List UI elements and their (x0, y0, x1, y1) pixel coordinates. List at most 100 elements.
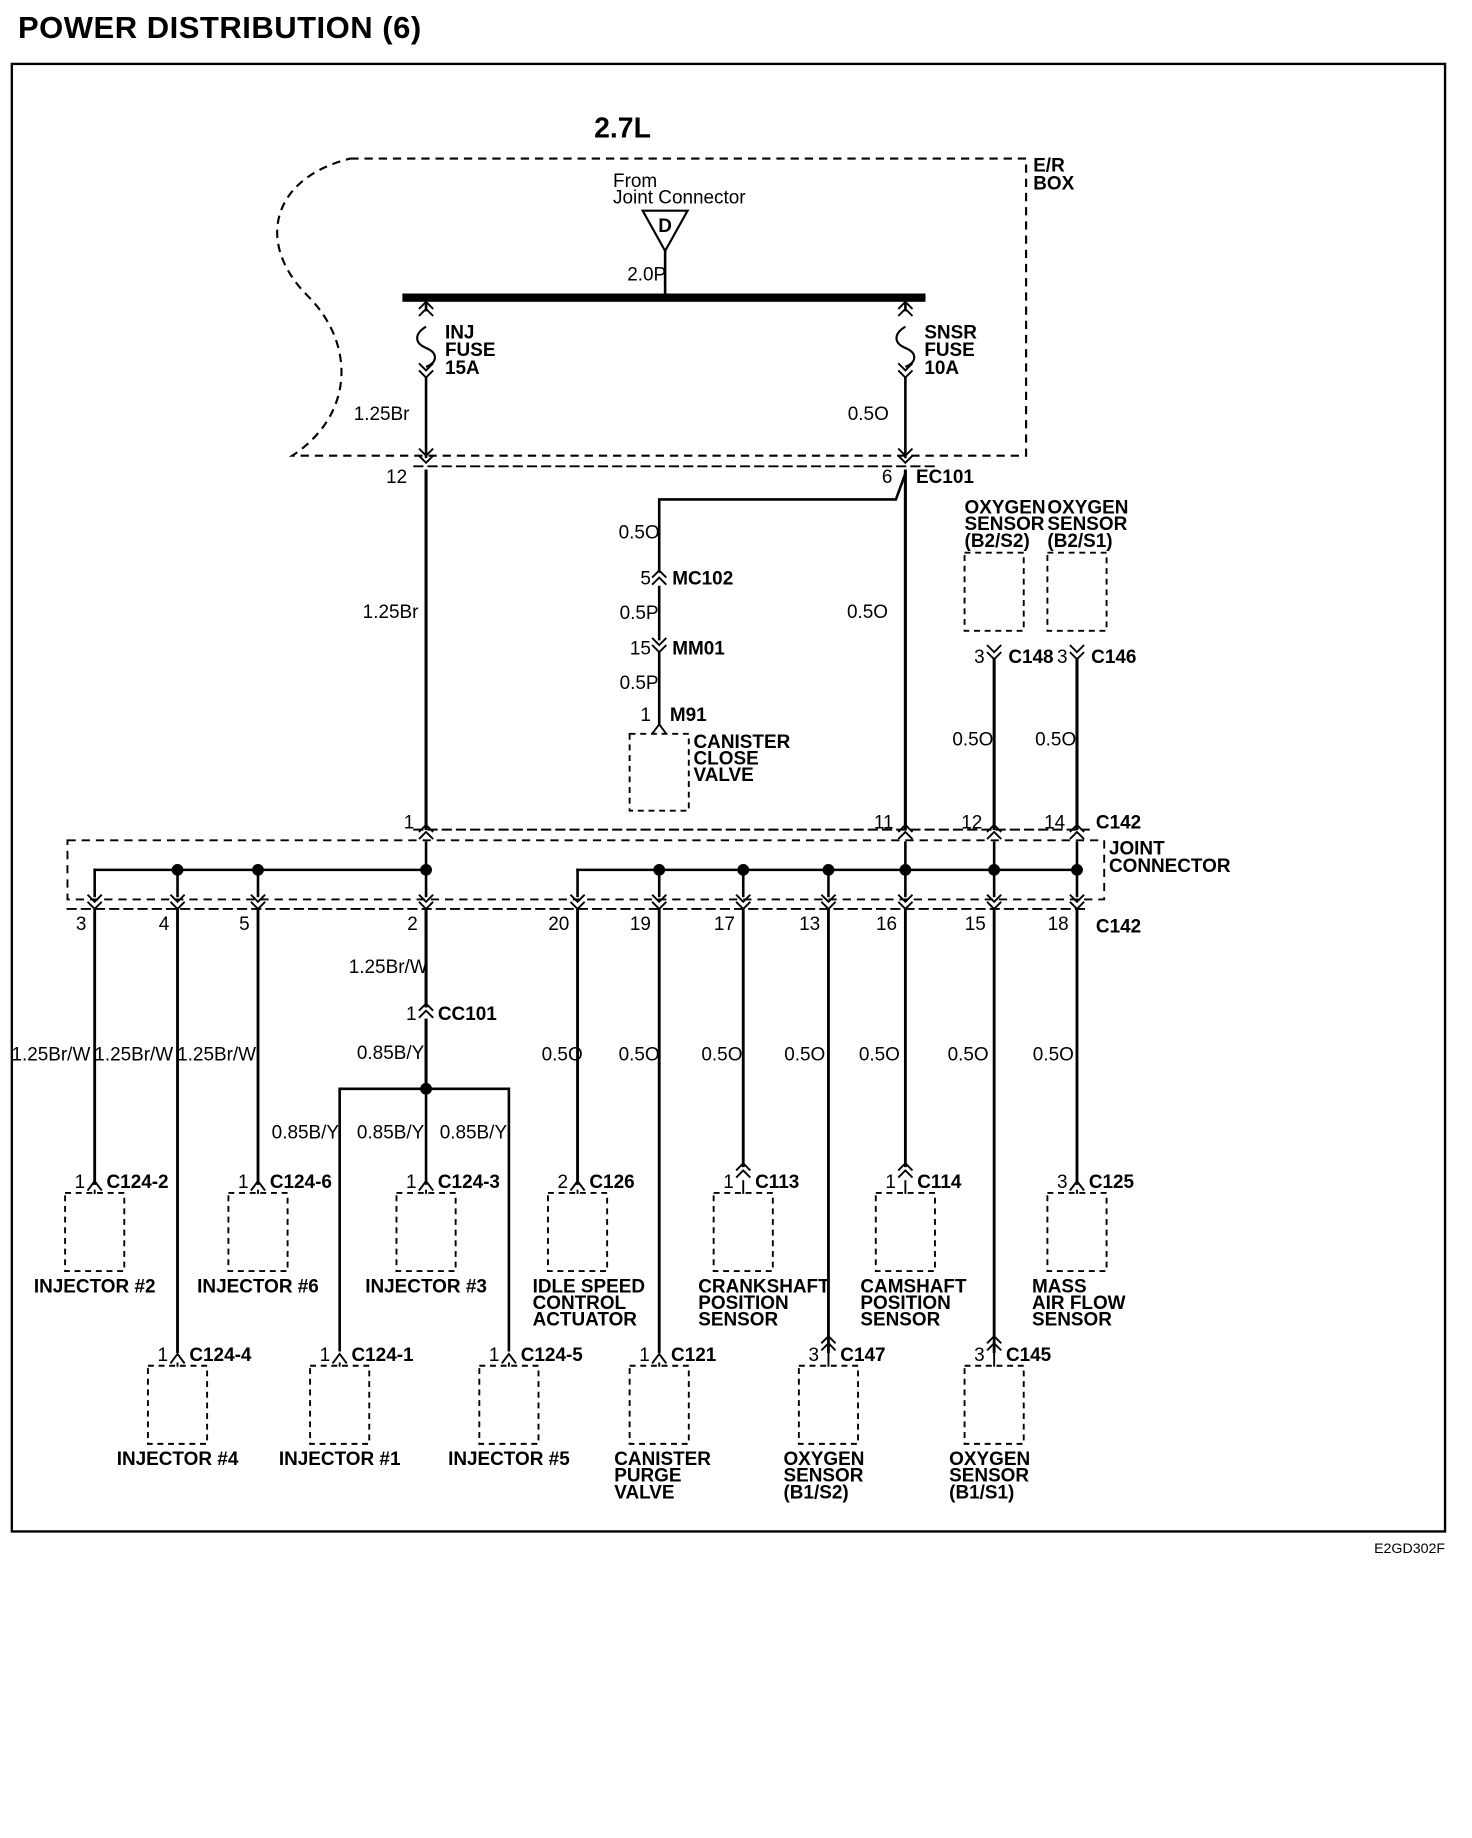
output-wire-label-7: 0.5O (784, 1044, 825, 1065)
inj-fuse-label-line-2: FUSE (445, 340, 495, 361)
component-13-label-line-2: AIR FLOW (1032, 1293, 1126, 1314)
component-11-pin: 1 (885, 1172, 896, 1193)
snsr-ec101-terminal-b (897, 454, 914, 465)
component-11-label-line-2: POSITION (860, 1293, 950, 1314)
component-4-label-line-1: INJECTOR #1 (279, 1449, 401, 1470)
component-7-label-line-3: ACTUATOR (533, 1310, 638, 1331)
mm01-label: MM01 (672, 638, 725, 659)
oxygen-sensor-b2s2-label-line-3: (B2/S2) (965, 531, 1030, 552)
component-9-terminal-a (735, 1169, 752, 1179)
snsr-fuse-label-line-3: 10A (924, 358, 959, 379)
component-10-pin: 3 (808, 1345, 819, 1366)
joint-top-terminal-1-b (418, 823, 434, 833)
component-13-box (1046, 1192, 1108, 1273)
output-wire-label-10: 0.5O (1033, 1044, 1074, 1065)
inj-fuse-wire-label: 1.25Br (354, 404, 410, 425)
source-symbol: D (658, 216, 672, 237)
oxygen-sensor-b2s2-label-line-1: OXYGEN (965, 498, 1046, 519)
joint-bottom-pin-5: 20 (548, 914, 569, 935)
component-2-pin: 1 (158, 1345, 169, 1366)
output-wire-label-6: 0.5O (701, 1044, 742, 1065)
component-6-pin: 1 (489, 1345, 500, 1366)
component-9-pin: 1 (723, 1172, 734, 1193)
component-1-connector-label: C124-2 (107, 1172, 169, 1193)
joint-top-pin-3: 12 (961, 812, 982, 833)
output-wire-label-1: 1.25Br/W (11, 1044, 90, 1065)
joint-connector-label-line-1: JOINT (1109, 838, 1165, 859)
joint-bottom-pin-11: 18 (1048, 914, 1069, 935)
component-13-terminal (1069, 1179, 1085, 1192)
component-8-terminal (651, 1352, 668, 1364)
canister-close-valve-label-line-2: CLOSE (694, 749, 759, 770)
component-6-label-line-1: INJECTOR #5 (448, 1449, 570, 1470)
joint-bottom-pin-6: 19 (630, 914, 651, 935)
inj-ec101-terminal-a (418, 447, 434, 457)
component-9-label-line-1: CRANKSHAFT (698, 1276, 830, 1297)
er-box-outline (276, 157, 1028, 457)
component-8-label-line-1: CANISTER (614, 1449, 711, 1470)
engine-label: 2.7L (594, 112, 651, 144)
component-10-label-line-1: OXYGEN (783, 1449, 864, 1470)
bus-bar (402, 293, 926, 302)
canister-mid-wire-label: 0.5P (620, 603, 659, 624)
joint-bottom-terminal-6-a (651, 894, 667, 904)
inj-ec101-terminal-b (418, 454, 434, 465)
snsr-fuse-bottom-terminal-a (897, 362, 914, 372)
component-12-label-line-3: (B1/S1) (949, 1482, 1014, 1503)
cc101-terminal-a (418, 1009, 434, 1019)
joint-bottom-pin-2: 4 (159, 914, 170, 935)
joint-connector-label-line-2: CONNECTOR (1109, 856, 1231, 877)
injector-split-wire-label-2: 0.85B/Y (357, 1123, 425, 1144)
source-from-label-line-2: Joint Connector (613, 188, 746, 209)
inj-fuse-top-terminal-a (418, 307, 434, 317)
component-12-terminal-a (986, 1341, 1002, 1352)
component-6-connector-label: C124-5 (521, 1345, 583, 1366)
component-3-connector-label: C124-6 (270, 1172, 332, 1193)
component-11-box (874, 1192, 936, 1273)
joint-bottom-terminal-8-a (820, 894, 837, 904)
canister-close-valve-box (628, 732, 690, 812)
component-1-pin: 1 (75, 1172, 86, 1193)
component-7-pin: 2 (558, 1172, 569, 1193)
joint-top-pin-4: 14 (1044, 812, 1065, 833)
component-11-label-line-3: SENSOR (860, 1310, 940, 1331)
component-5-connector-label: C124-3 (438, 1172, 500, 1193)
component-10-box (797, 1364, 859, 1445)
component-8-label-line-2: PURGE (614, 1466, 681, 1487)
component-10-connector-label: C147 (840, 1345, 885, 1366)
oxygen-sensor-b2s2-label-line-2: SENSOR (965, 514, 1045, 535)
component-3-terminal (250, 1179, 266, 1192)
joint-bottom-pin-3: 5 (239, 914, 250, 935)
c142-top-label: C142 (1096, 812, 1141, 833)
joint-top-terminal-4-a (1069, 830, 1085, 840)
oxygen-sensor-b2s1-connector-label: C146 (1091, 647, 1136, 668)
inj-fuse-bottom-terminal-a (418, 362, 434, 372)
output-wire-label-5: 0.5O (619, 1044, 660, 1065)
component-9-label-line-3: SENSOR (698, 1310, 778, 1331)
snsr-main-wire-label: 0.5O (847, 602, 888, 623)
snsr-fuse-wire-label: 0.5O (848, 404, 889, 425)
ec101-pin-snsr: 6 (882, 467, 893, 488)
oxygen-sensor-b2s2-wire-label: 0.5O (952, 730, 993, 751)
component-10-terminal-b (820, 1334, 837, 1344)
snsr-ec101-terminal-a (897, 447, 914, 457)
source-wire-label: 2.0P (627, 264, 666, 285)
source-triangle-icon (640, 209, 690, 254)
cc101-pin: 1 (406, 1004, 417, 1025)
component-11-label-line-1: CAMSHAFT (860, 1276, 967, 1297)
component-3-label-line-1: INJECTOR #6 (197, 1276, 319, 1297)
component-4-terminal (331, 1352, 348, 1364)
joint-top-terminal-2-a (897, 830, 914, 840)
joint-bottom-terminal-3-a (250, 894, 266, 904)
oxygen-sensor-b2s1-box (1046, 551, 1108, 632)
component-9-box (712, 1192, 774, 1273)
component-2-box (146, 1364, 209, 1445)
snsr-fuse-icon (895, 325, 916, 368)
component-9-label-line-2: POSITION (698, 1293, 788, 1314)
m91-label: M91 (670, 705, 707, 726)
cc101-in-wire-label: 1.25Br/W (349, 957, 428, 978)
joint-bottom-terminal-1-a (86, 894, 103, 904)
joint-bottom-terminal-10-a (986, 894, 1002, 904)
